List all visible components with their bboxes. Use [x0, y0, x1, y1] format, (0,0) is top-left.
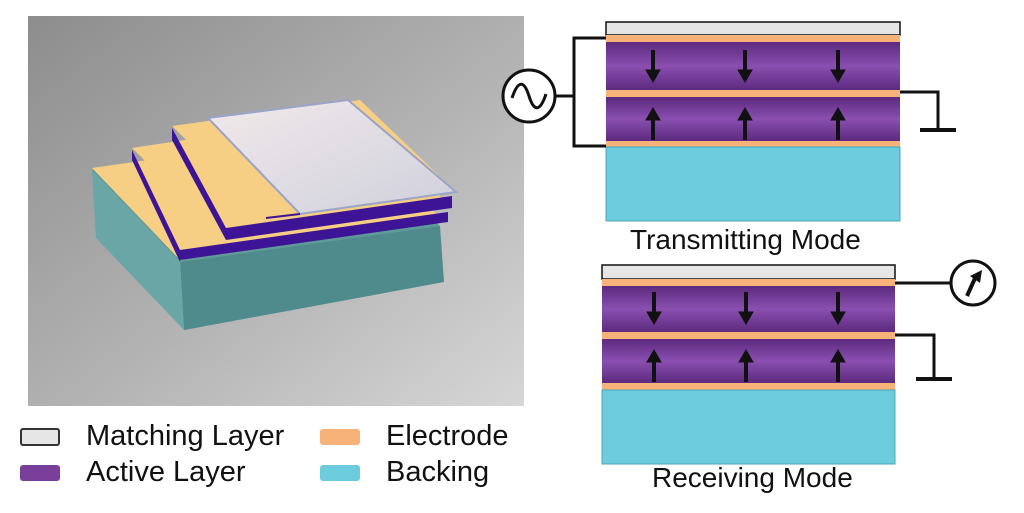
device-3d-illustration [28, 16, 524, 406]
arrow-down-icon [646, 292, 662, 325]
transmitting-stack [605, 21, 901, 222]
transmitting-mode-caption: Transmitting Mode [630, 224, 861, 255]
rx-polarization-arrows [646, 292, 846, 382]
rx-bottom-electrode [602, 383, 895, 390]
ac-sine-source-icon [501, 68, 557, 124]
rx-matching-layer [601, 264, 896, 280]
tx-bottom-electrode [606, 141, 900, 147]
receiving-mode-caption: Receiving Mode [652, 462, 853, 493]
device-backing-left [92, 170, 184, 330]
device-matching-layer [205, 98, 459, 216]
rx-active-layer-top [602, 286, 895, 332]
device-backing-front [180, 226, 444, 330]
arrow-up-icon [645, 107, 661, 140]
tx-middle-electrode [606, 90, 900, 97]
arrow-down-icon [830, 50, 846, 83]
device-active-layer-1-side [132, 150, 180, 262]
arrow-down-icon [645, 50, 661, 83]
tx-polarization-arrows [645, 50, 846, 140]
rx-wiring [895, 281, 950, 378]
rx-backing [601, 389, 896, 465]
rx-top-electrode [602, 279, 895, 286]
device-top-electrode-edge [265, 213, 301, 219]
device-active-layer-1-front [180, 212, 448, 260]
rx-middle-electrode [602, 332, 895, 339]
arrow-down-icon [830, 292, 846, 325]
arrow-down-icon [737, 50, 753, 83]
voltmeter-icon [949, 259, 997, 307]
arrow-up-icon [738, 349, 754, 382]
device-active-layer-2-side [172, 128, 226, 240]
device-active-layer-2-front [226, 196, 452, 240]
arrow-down-icon [738, 292, 754, 325]
arrow-up-icon [830, 107, 846, 140]
arrow-up-icon [830, 349, 846, 382]
tx-matching-layer [605, 21, 901, 36]
receiving-stack [601, 264, 896, 465]
arrow-up-icon [646, 349, 662, 382]
arrow-up-icon [737, 107, 753, 140]
tx-backing [605, 146, 901, 222]
tx-active-layer-top [606, 42, 900, 90]
tx-top-electrode [606, 35, 900, 42]
